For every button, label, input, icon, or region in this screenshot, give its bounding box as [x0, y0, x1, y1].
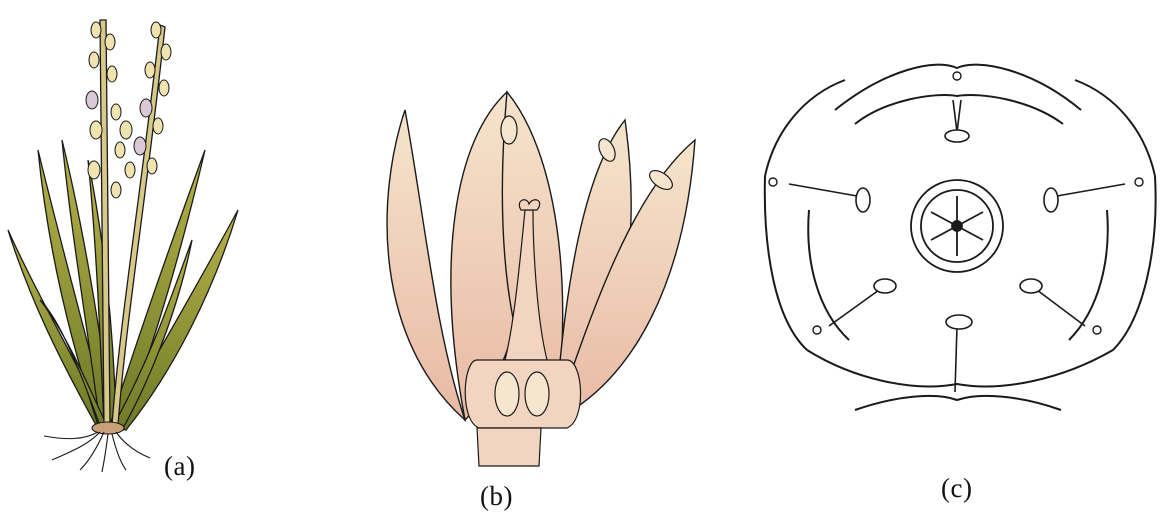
- panel-b-flower-section: [355, 0, 715, 519]
- ovary: [911, 180, 1003, 272]
- plant-illustration: [0, 0, 260, 519]
- panel-c-label: (c): [941, 473, 972, 504]
- panel-a-label: (a): [164, 451, 195, 482]
- panel-b-label: (b): [480, 481, 513, 512]
- outer-whorls: [765, 65, 1156, 410]
- floral-diagram-illustration: [745, 0, 1166, 519]
- panel-c-floral-diagram: [745, 0, 1166, 519]
- leaves: [8, 140, 238, 430]
- roots: [44, 422, 150, 472]
- flower-illustration: [355, 0, 715, 519]
- panel-a-plant: [0, 0, 260, 519]
